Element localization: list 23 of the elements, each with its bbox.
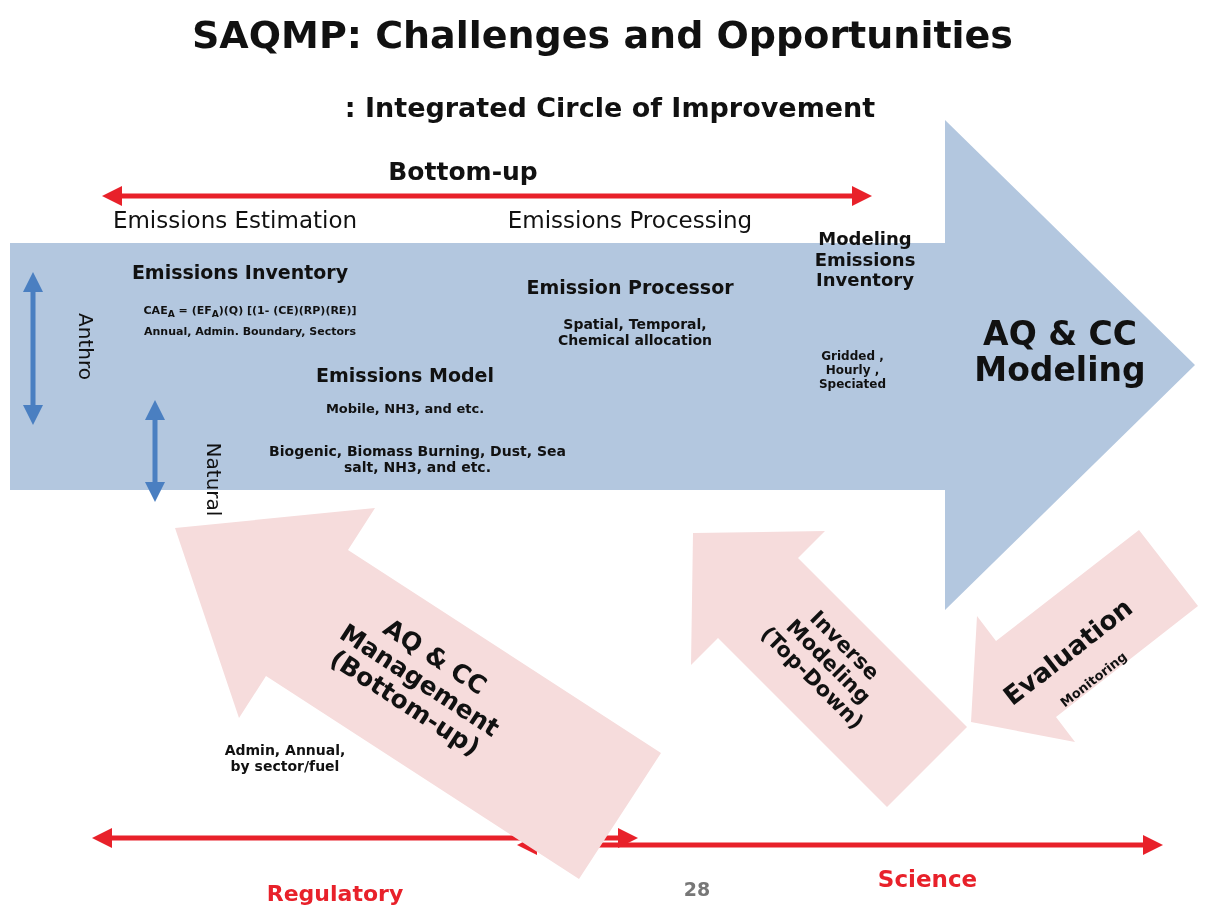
process-banner — [691, 531, 967, 807]
note: Biogenic, Biomass Burning, Dust, Sea salt, NH3, and etc. — [268, 443, 567, 476]
section-label: Emissions Processing — [506, 207, 754, 234]
note: Gridded , Hourly , Speciated — [817, 350, 888, 392]
axis-label: Anthro — [73, 312, 97, 382]
note: Mobile, NH3, and etc. — [324, 402, 486, 417]
axis-label: Natural — [201, 441, 225, 519]
equation: CAE$_{A}$ = (EF$_{A}$)(Q) [(1- (CE)(RP)(RE)] — [142, 305, 358, 320]
banner-title: AQ & CC Modeling — [973, 315, 1147, 389]
subtitle: : Integrated Circle of Improvement — [343, 92, 877, 124]
range-label: Regulatory — [265, 881, 405, 907]
slide-title: SAQMP: Challenges and Opportunities — [191, 14, 1014, 58]
page-number: 28 — [682, 879, 712, 901]
block-heading: Emissions Model — [315, 365, 495, 387]
range-label: Science — [876, 866, 979, 893]
note: Spatial, Temporal, Chemical allocation — [557, 316, 713, 349]
process-banner — [971, 530, 1198, 742]
range-label: Bottom-up — [387, 158, 539, 187]
note: Annual, Admin. Boundary, Sectors — [143, 326, 357, 339]
block-heading: Emission Processor — [525, 277, 735, 299]
section-label: Modeling Emissions Inventory — [813, 229, 917, 292]
block-heading: Emissions Inventory — [130, 262, 350, 284]
section-label: Emissions Estimation — [111, 207, 359, 234]
